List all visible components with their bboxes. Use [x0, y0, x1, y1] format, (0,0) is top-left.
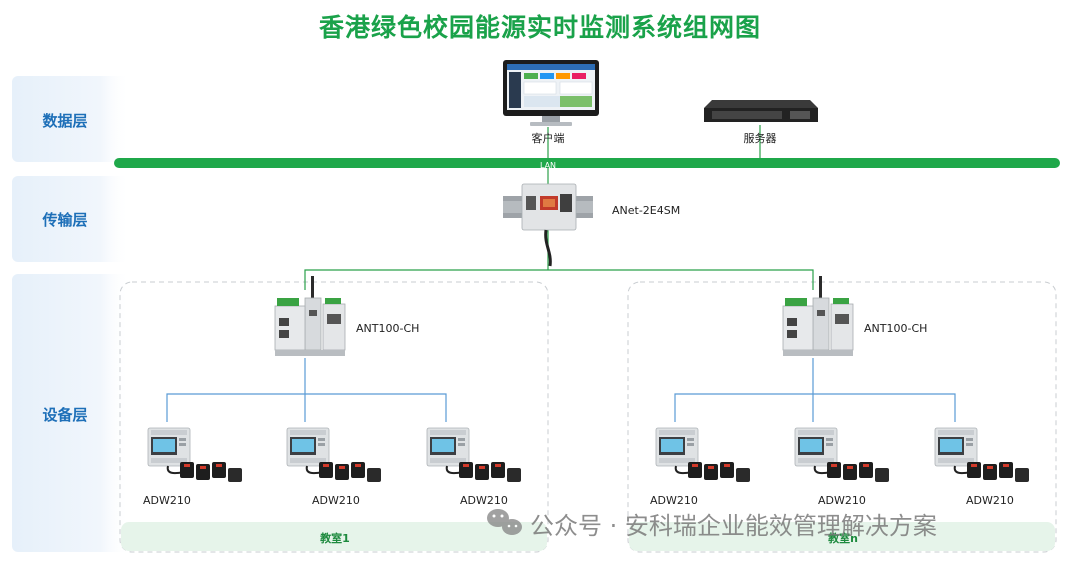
- classroom-right-label: 教室n: [828, 532, 858, 545]
- client-label: 客户端: [531, 132, 565, 145]
- client-monitor-icon: [503, 60, 599, 126]
- data-layer-label: 数据层: [42, 112, 88, 130]
- classroom-right-footer: [629, 522, 1055, 551]
- device-layer-band: [12, 274, 130, 552]
- meter-label-r3: ADW210: [966, 494, 1014, 507]
- watermark-text: 公众号 · 安科瑞企业能效管理解决方案: [530, 512, 937, 540]
- classroom-right-box: [627, 281, 1057, 553]
- data-layer-band: [12, 76, 130, 162]
- transport-layer-label: 传输层: [42, 211, 88, 229]
- meter-label-r2: ADW210: [818, 494, 866, 507]
- page-title: 香港绿色校园能源实时监测系统组网图: [318, 13, 761, 42]
- server-icon: [704, 100, 818, 122]
- wechat-logo-icon: [487, 509, 522, 535]
- gateway-label: ANet-2E4SM: [612, 204, 681, 217]
- gateway-ant-line: [304, 269, 814, 290]
- anet-gateway-icon: [503, 183, 593, 267]
- meter-label-r1: ADW210: [650, 494, 698, 507]
- ant-right-bus-line: [674, 393, 956, 422]
- server-label: 服务器: [743, 132, 777, 145]
- lan-bar: [114, 158, 1060, 168]
- ant-right-label: ANT100-CH: [864, 322, 928, 335]
- classroom-left-label: 教室1: [320, 532, 350, 545]
- transport-layer-band: [12, 176, 130, 262]
- lan-label: LAN: [539, 161, 557, 170]
- ant-left-bus-line: [166, 393, 447, 422]
- device-layer-label: 设备层: [42, 406, 88, 424]
- meter-label-l2: ADW210: [312, 494, 360, 507]
- ant-left-label: ANT100-CH: [356, 322, 420, 335]
- classroom-left-footer: [121, 522, 547, 551]
- meter-label-l3: ADW210: [460, 494, 508, 507]
- meter-label-l1: ADW210: [143, 494, 191, 507]
- classroom-left-box: [119, 281, 549, 553]
